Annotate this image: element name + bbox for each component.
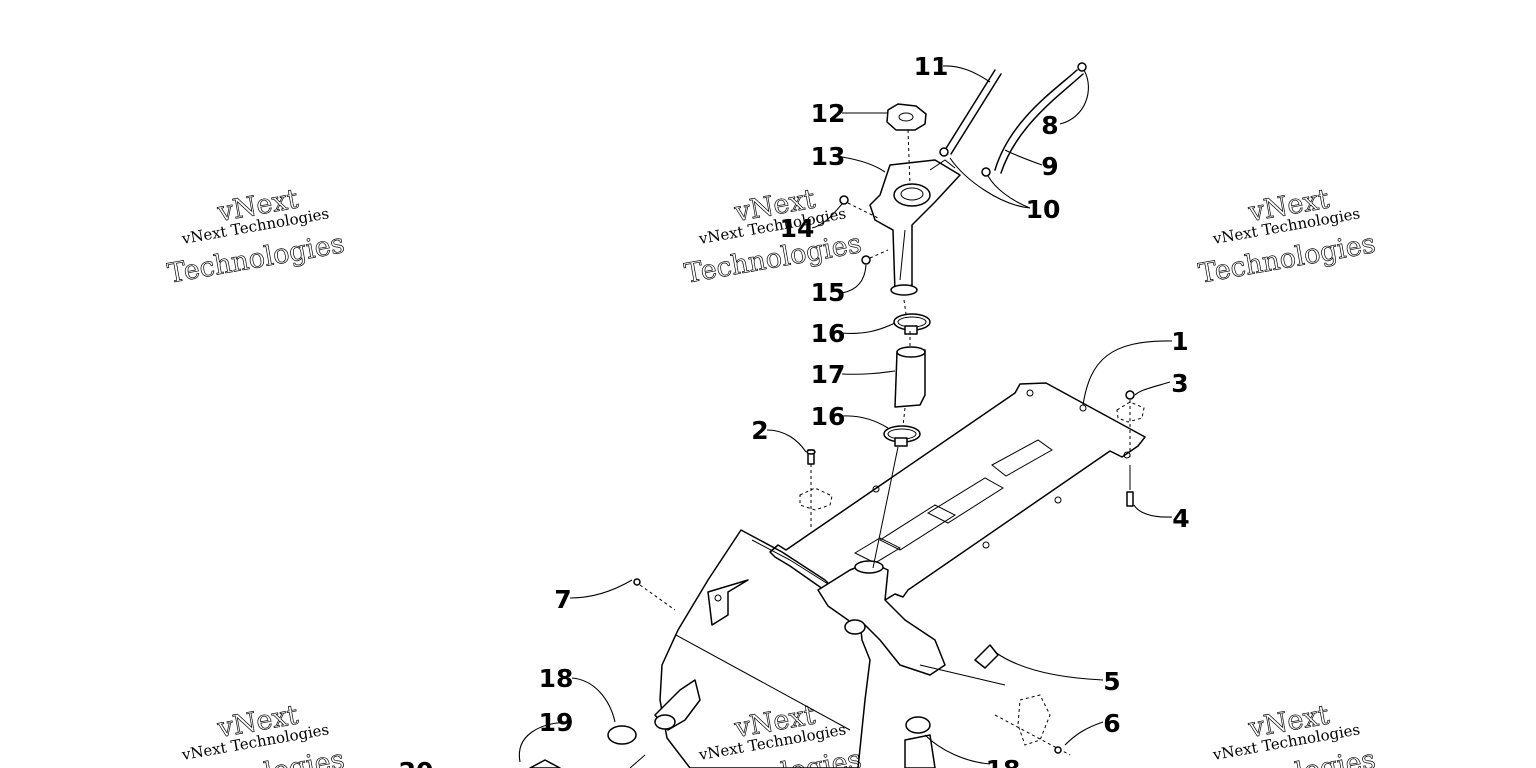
- callout-1: 1: [1171, 327, 1188, 356]
- hose-clamp-upper: [893, 313, 931, 335]
- screw-15-axis: [869, 249, 889, 259]
- y-pipe-fitting: [817, 560, 946, 676]
- nut-3: [1125, 390, 1135, 400]
- filler-neck: [869, 159, 961, 296]
- filler-cap: [886, 103, 927, 131]
- callout-4: 4: [1172, 504, 1189, 533]
- fastener-6-axis: [994, 714, 1071, 756]
- pin-7-axis: [639, 584, 676, 611]
- callout-13: 13: [811, 142, 846, 171]
- rivet-2: [806, 449, 816, 465]
- watermark-bottom-center: vNext Technologies vNext Technologies: [682, 699, 864, 768]
- watermark-top-right: vNext Technologies vNext Technologies: [1196, 183, 1378, 290]
- gasket-6: [1017, 694, 1051, 746]
- coolant-hose: [894, 346, 926, 408]
- washer-2: [799, 487, 833, 511]
- hose-clamp-small: [939, 147, 949, 157]
- overflow-hose: [944, 69, 1084, 174]
- callout-5: 5: [1103, 667, 1120, 696]
- watermark-bottom-right: vNext Technologies vNext Technologies: [1196, 699, 1378, 768]
- lower-hose-right: [904, 734, 936, 768]
- hose-end-clip: [1077, 62, 1087, 72]
- screw-14: [839, 195, 849, 205]
- screw-6: [1054, 746, 1062, 754]
- hose-clamp-18-right: [905, 716, 931, 734]
- callout-18: 18: [986, 755, 1021, 768]
- callout-6: 6: [1103, 709, 1120, 738]
- hose-fragment-20: [629, 754, 646, 768]
- watermark-top-center: vNext Technologies vNext Technologies: [682, 183, 864, 290]
- watermark-top-left: vNext Technologies vNext Technologies: [165, 183, 347, 290]
- callout-numbers: 11 12 8 13 9 10 14 15 16 1 17 3 16 2 4 7…: [399, 52, 1190, 768]
- pin-7: [633, 578, 641, 586]
- callout-16: 16: [811, 319, 846, 348]
- bracket-5: [974, 644, 999, 669]
- callout-2: 2: [751, 416, 768, 445]
- hose-axis-1: [903, 299, 907, 315]
- callout-8: 8: [1041, 111, 1058, 140]
- callout-17: 17: [811, 360, 846, 389]
- callout-20: 20: [399, 757, 434, 768]
- callout-9: 9: [1041, 152, 1058, 181]
- callout-15: 15: [811, 278, 846, 307]
- callout-10: 10: [1026, 195, 1061, 224]
- callout-11: 11: [914, 52, 949, 81]
- callout-3: 3: [1171, 369, 1188, 398]
- hose-clamp-lower: [883, 425, 921, 447]
- callout-18: 18: [539, 664, 574, 693]
- hose-fragment-19: [529, 759, 561, 768]
- callout-16: 16: [811, 402, 846, 431]
- bracket-5-axis: [919, 664, 1006, 686]
- screw-15: [861, 255, 871, 265]
- lower-hose-left: [654, 679, 701, 731]
- callout-19: 19: [539, 708, 574, 737]
- washer-3: [1116, 401, 1145, 423]
- hose-clamp-small: [981, 167, 991, 177]
- hose-axis-4: [872, 446, 899, 569]
- hose-axis-3: [902, 407, 906, 427]
- callout-7: 7: [554, 585, 571, 614]
- callout-12: 12: [811, 99, 846, 128]
- leader-lines: [518, 65, 1173, 765]
- bolt-4: [1126, 491, 1134, 507]
- callout-14: 14: [780, 214, 815, 243]
- watermark-bottom-left: vNext Technologies vNext Technologies: [165, 699, 347, 768]
- hose-clamp-18-left: [607, 725, 637, 745]
